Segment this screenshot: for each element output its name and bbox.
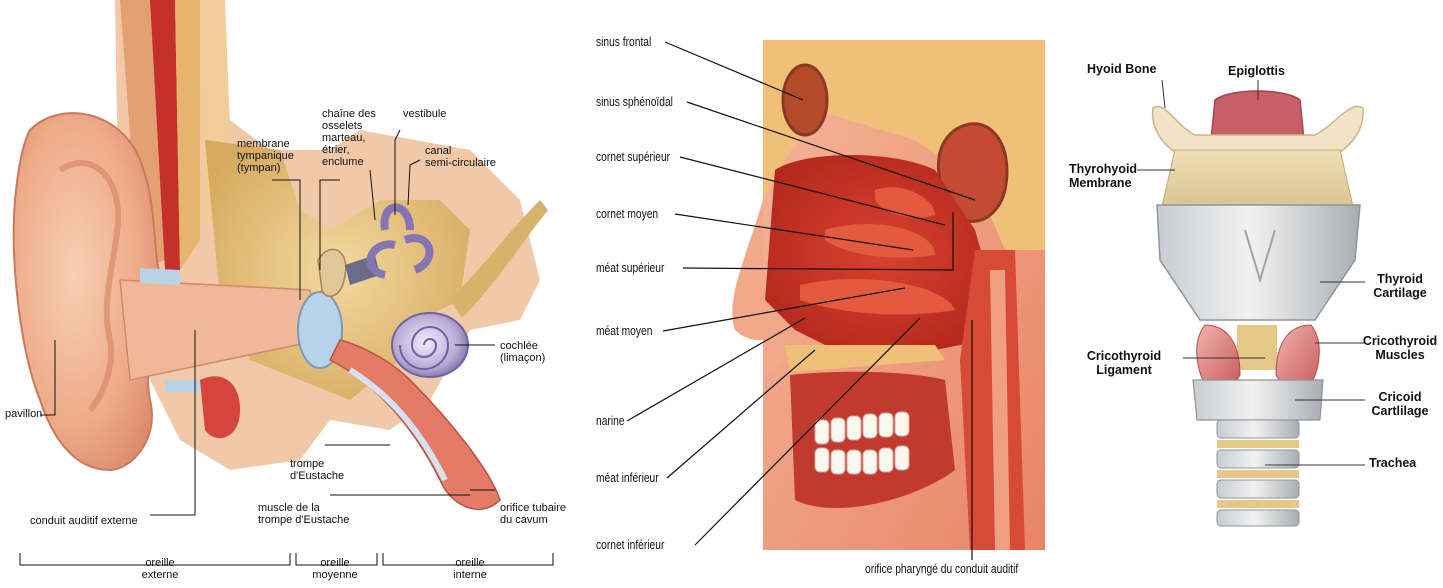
- ear-illustration: [0, 0, 575, 588]
- nasal-illustration: [575, 0, 1065, 588]
- label-sinus-frontal: sinus frontal: [596, 35, 651, 49]
- label-cricothyroid-ligament: Cricothyroid Ligament: [1065, 349, 1183, 377]
- label-meat-moyen: méat moyen: [596, 324, 652, 338]
- nasal-cavity-panel: sinus frontal sinus sphénoïdal cornet su…: [575, 0, 1065, 588]
- label-orifice-tubaire: orifice tubaire du cavum: [500, 502, 566, 526]
- larynx-panel: Hyoid Bone Epiglottis Thyrohyoid Membran…: [1065, 0, 1443, 588]
- label-orifice-pharynge: orifice pharyngé du conduit auditif: [865, 562, 1018, 576]
- section-oreille-moyenne: oreille moyenne: [300, 557, 370, 581]
- label-epiglottis: Epiglottis: [1228, 64, 1285, 78]
- label-trachea: Trachea: [1369, 456, 1416, 470]
- frontal-sinus-shape: [783, 65, 827, 135]
- label-thyroid-cartilage: Thyroid Cartilage: [1363, 272, 1437, 300]
- label-trompe-eustache: trompe d'Eustache: [290, 458, 344, 482]
- label-muscle-trompe: muscle de la trompe d'Eustache: [258, 502, 349, 526]
- label-sinus-sphenoidal: sinus sphénoïdal: [596, 95, 673, 109]
- label-hyoid-bone: Hyoid Bone: [1087, 62, 1156, 76]
- trachea-shape: [1217, 420, 1299, 526]
- label-cricoid-cartilage: Cricoid Cartlilage: [1363, 390, 1437, 418]
- label-meat-superieur: méat supérieur: [596, 261, 664, 275]
- cricothyroid-ligament-shape: [1237, 325, 1277, 370]
- label-cornet-inferieur: cornet inférieur: [596, 538, 664, 552]
- label-meat-inferieur: méat inférieur: [596, 471, 659, 485]
- label-narine: narine: [596, 414, 624, 428]
- label-cochlee: cochlée (limaçon): [500, 340, 545, 364]
- label-canal-semi-circulaire: canal semi-circulaire: [425, 145, 496, 169]
- label-membrane-tympanique: membrane tympanique (tympan): [237, 138, 294, 174]
- ear-anatomy-panel: membrane tympanique (tympan) chaîne des …: [0, 0, 575, 588]
- label-conduit-auditif: conduit auditif externe: [30, 515, 138, 527]
- section-oreille-interne: oreille interne: [430, 557, 510, 581]
- label-cornet-superieur: cornet supérieur: [596, 150, 670, 164]
- section-oreille-externe: oreille externe: [120, 557, 200, 581]
- thyroid-cartilage-shape: [1157, 205, 1360, 320]
- label-cornet-moyen: cornet moyen: [596, 207, 658, 221]
- label-pavillon: pavillon: [5, 408, 42, 420]
- label-chaine-osselets: chaîne des osselets marteau, étrier, enc…: [322, 108, 376, 168]
- label-vestibule: vestibule: [403, 108, 446, 120]
- label-cricothyroid-muscles: Cricothyroid Muscles: [1357, 334, 1443, 362]
- label-thyrohyoid-membrane: Thyrohyoid Membrane: [1069, 162, 1137, 190]
